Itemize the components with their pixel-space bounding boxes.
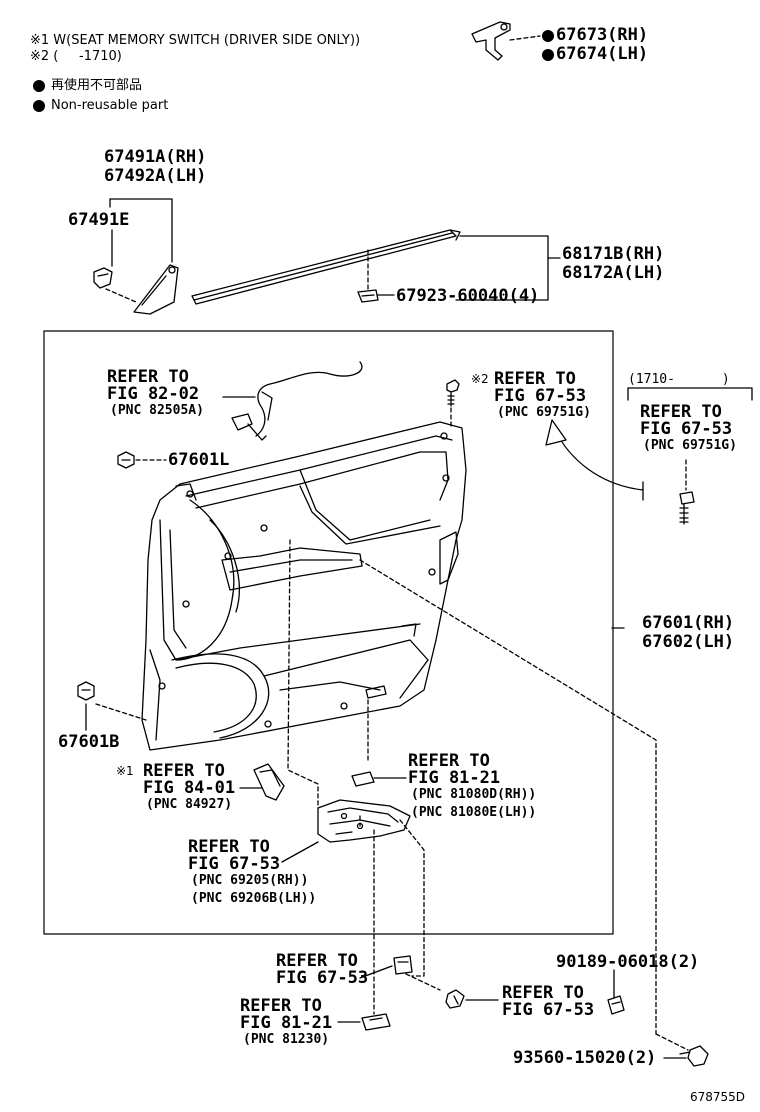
assembly-frame: [43, 330, 614, 935]
part-90189[interactable]: 90189-06018(2): [556, 952, 700, 972]
clip-67601b: [77, 681, 95, 701]
ref9-line1: REFER TO: [240, 996, 322, 1016]
ref-82-02-line1: REFER TO: [107, 367, 189, 387]
door-trim-panel: [141, 421, 467, 751]
part-67492a[interactable]: 67492A(LH): [104, 166, 207, 186]
part-68171b[interactable]: 68171B(RH): [562, 244, 665, 264]
bracket-67673: [471, 21, 511, 61]
part-67491a[interactable]: 67491A(RH): [104, 147, 207, 167]
ref3-line2[interactable]: FIG 67-53: [640, 419, 733, 439]
ref-81-21a-line2[interactable]: FIG 81-21: [408, 768, 501, 788]
weatherstrip-68171b: [191, 229, 461, 305]
clip-67923: [357, 289, 379, 303]
ref-81-21a-pnc2: (PNC 81080E(LH)): [411, 805, 537, 820]
seat-memory-switch: [253, 763, 285, 801]
ref7-line1: REFER TO: [276, 951, 358, 971]
part-67601l[interactable]: 67601L: [168, 450, 230, 470]
ref-84-01-pnc: (PNC 84927): [146, 797, 233, 812]
ref-69751g-mark: ※2: [471, 372, 489, 386]
door-handle-81080d: [351, 771, 375, 787]
clip-ref7: [393, 955, 413, 975]
note-range: ※2 ( -1710): [30, 49, 122, 64]
ref-69205-pnc1: (PNC 69205(RH)): [191, 873, 309, 888]
ref9-pnc: (PNC 81230): [243, 1032, 330, 1047]
ref-69751g-pnc: (PNC 69751G): [497, 405, 591, 420]
legend-jp: 再使用不可部品: [51, 78, 143, 93]
ref-69751g-line2[interactable]: FIG 67-53: [494, 386, 587, 406]
part-67491a-shape: [133, 264, 179, 315]
ref7-line2[interactable]: FIG 67-53: [276, 968, 369, 988]
ref-69205-pnc2: (PNC 69206B(LH)): [191, 891, 317, 906]
part-67602[interactable]: 67602(LH): [642, 632, 735, 652]
ref-69205-line1: REFER TO: [188, 837, 270, 857]
part-68172a[interactable]: 68172A(LH): [562, 263, 665, 283]
legend-dot-jp: [33, 80, 45, 92]
inside-handle-bezel: [317, 799, 411, 843]
screw-93560: [679, 1045, 709, 1067]
ref-84-01-line2[interactable]: FIG 84-01: [143, 778, 236, 798]
legend-dot-en: [33, 100, 45, 112]
ref-81-21a-pnc1: (PNC 81080D(RH)): [411, 787, 537, 802]
ref-81-21a-line1: REFER TO: [408, 751, 490, 771]
part-67674[interactable]: 67674(LH): [556, 44, 649, 64]
screw-69751g: [446, 379, 460, 407]
part-67673[interactable]: 67673(RH): [556, 25, 649, 45]
part-67491e[interactable]: 67491E: [68, 210, 130, 230]
ref-82-02-pnc: (PNC 82505A): [110, 403, 204, 418]
ref-82-02-line2[interactable]: FIG 82-02: [107, 384, 200, 404]
handle-81230: [361, 1013, 391, 1031]
part-67601[interactable]: 67601(RH): [642, 613, 735, 633]
nonreusable-dot-67673: [542, 30, 554, 42]
clip-90189: [607, 995, 625, 1015]
ref3-pnc: (PNC 69751G): [643, 438, 737, 453]
nonreusable-dot-67674: [542, 49, 554, 61]
ref-69205-line2[interactable]: FIG 67-53: [188, 854, 281, 874]
part-93560[interactable]: 93560-15020(2): [513, 1048, 657, 1068]
ref8-line1: REFER TO: [502, 983, 584, 1003]
ref3-line1: REFER TO: [640, 402, 722, 422]
ref-84-01-line1: REFER TO: [143, 761, 225, 781]
wiring-harness: [231, 361, 363, 441]
ref-69751g-line1: REFER TO: [494, 369, 576, 389]
ref8-line2[interactable]: FIG 67-53: [502, 1000, 595, 1020]
diagram-code: 678755D: [690, 1090, 746, 1104]
ref9-line2[interactable]: FIG 81-21: [240, 1013, 333, 1033]
screw-outside: [679, 491, 695, 525]
clip-67601l: [117, 451, 135, 469]
part-67601b[interactable]: 67601B: [58, 732, 120, 752]
ref3-range: (1710- ): [628, 372, 730, 387]
screw-ref8: [445, 989, 465, 1009]
note-seat-memory: ※1 W(SEAT MEMORY SWITCH (DRIVER SIDE ONL…: [30, 33, 361, 48]
clip-67491e: [93, 267, 113, 289]
legend-en: Non-reusable part: [51, 98, 169, 113]
ref-84-01-mark: ※1: [116, 764, 134, 778]
